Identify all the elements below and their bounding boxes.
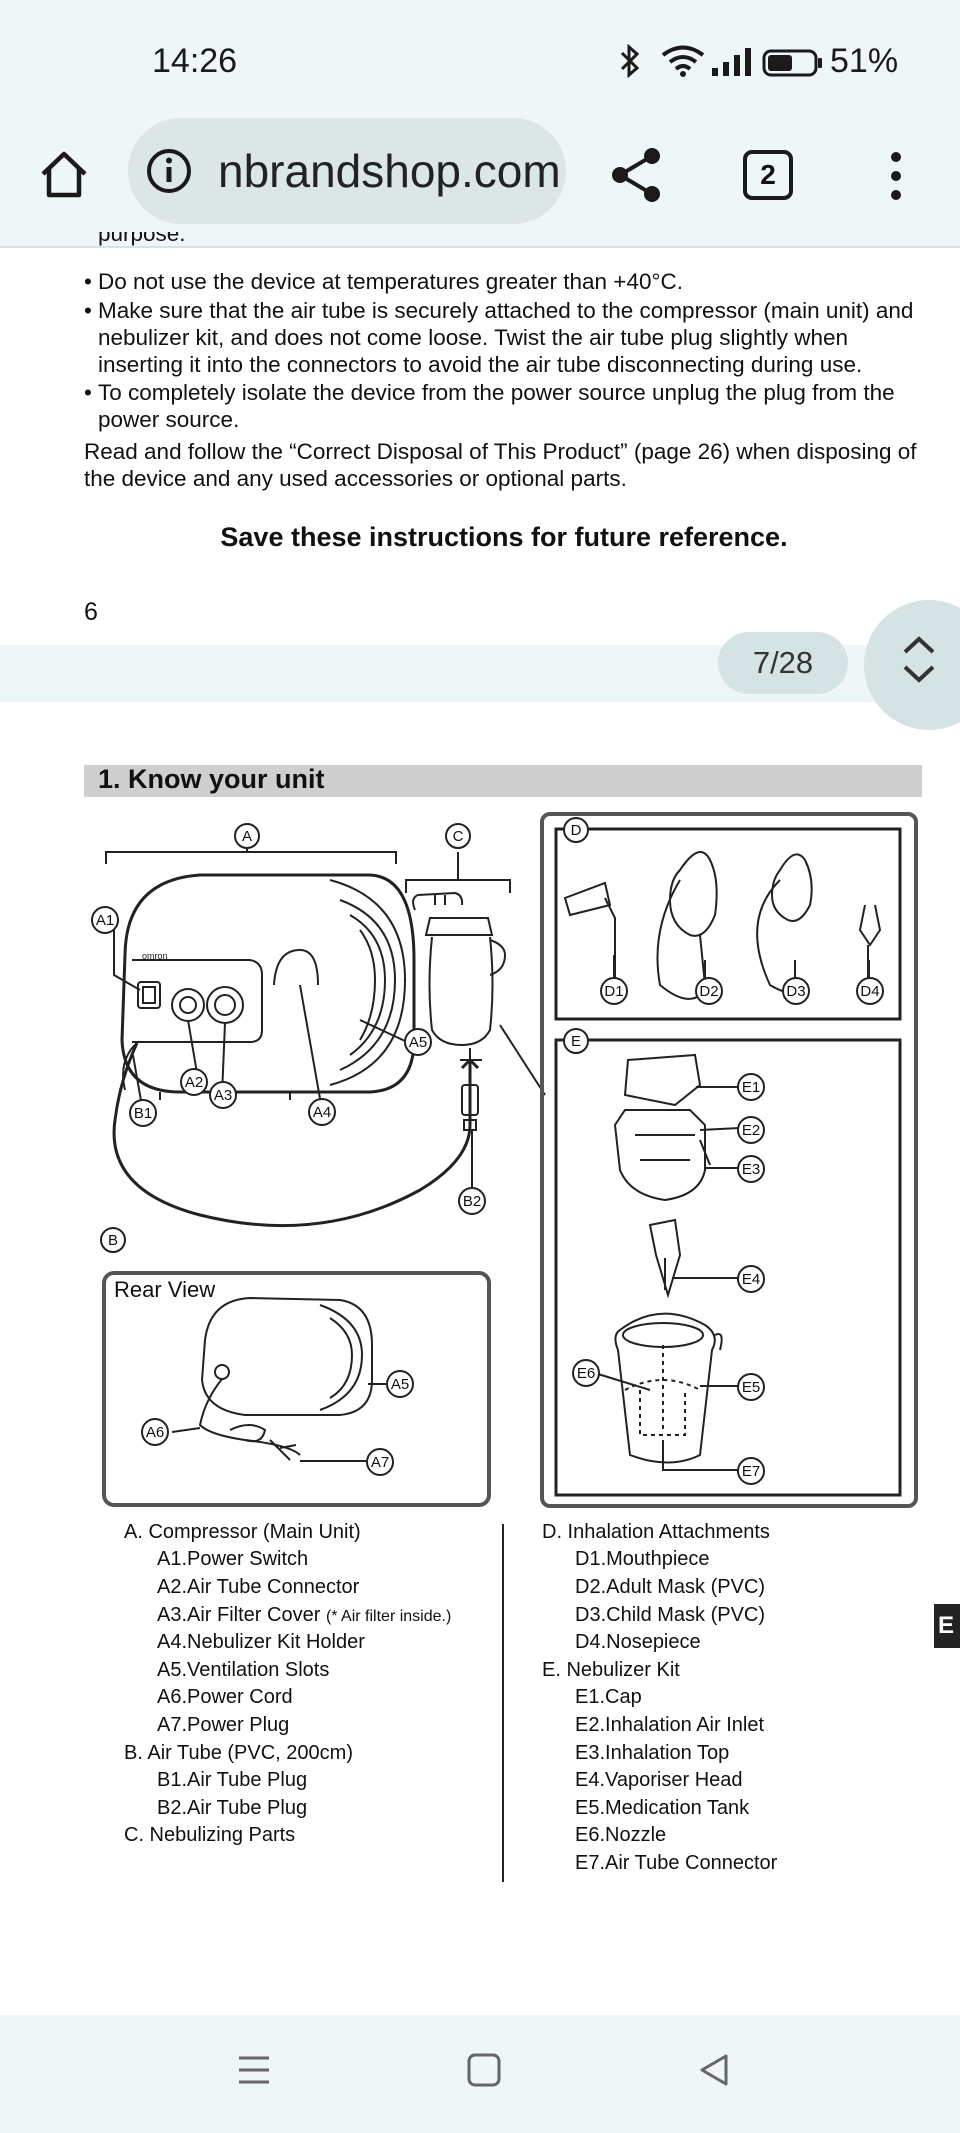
- svg-text:E4: E4: [742, 1271, 760, 1288]
- svg-text:A6: A6: [146, 1424, 164, 1441]
- callout-A5-rear: A5: [386, 1370, 414, 1398]
- wifi-icon: [661, 45, 705, 77]
- svg-text:D1: D1: [604, 983, 623, 1000]
- svg-text:E3: E3: [742, 1161, 760, 1178]
- callout-E1: E1: [737, 1073, 765, 1101]
- scroll-up-icon[interactable]: [902, 635, 936, 655]
- svg-text:B: B: [108, 1232, 118, 1249]
- svg-text:D: D: [571, 822, 582, 839]
- svg-text:B2: B2: [463, 1193, 481, 1210]
- callout-E6: E6: [572, 1359, 600, 1387]
- callout-A1: A1: [91, 906, 119, 934]
- browser-toolbar: nbrandshop.com 2: [0, 110, 960, 248]
- callout-D4: D4: [856, 977, 884, 1005]
- callout-A6: A6: [141, 1418, 169, 1446]
- share-icon[interactable]: [608, 146, 664, 204]
- callout-A5: A5: [404, 1028, 432, 1056]
- callout-D3: D3: [782, 977, 810, 1005]
- address-bar[interactable]: nbrandshop.com: [128, 118, 566, 224]
- callout-B: B: [100, 1227, 126, 1253]
- save-instructions-note: Save these instructions for future refer…: [220, 522, 788, 552]
- signal-icon: [712, 48, 751, 76]
- callout-D2: D2: [695, 977, 723, 1005]
- svg-text:E5: E5: [742, 1379, 760, 1396]
- status-bar: 14:26 51%: [0, 0, 960, 110]
- svg-text:A5: A5: [391, 1376, 409, 1393]
- nav-recents-icon[interactable]: [236, 2052, 272, 2088]
- page-scroll-control[interactable]: [864, 600, 960, 730]
- svg-text:E7: E7: [742, 1463, 760, 1480]
- callout-E: E: [563, 1028, 589, 1054]
- info-icon[interactable]: [146, 148, 192, 194]
- cut-off-text: purpose.: [98, 232, 186, 246]
- nav-back-icon[interactable]: [696, 2052, 732, 2088]
- menu-icon[interactable]: [884, 150, 908, 202]
- svg-text:A2: A2: [185, 1074, 203, 1091]
- page-indicator: 7/28: [718, 632, 848, 694]
- callout-A4: A4: [308, 1098, 336, 1126]
- svg-text:E1: E1: [742, 1079, 760, 1096]
- battery-percent: 51%: [830, 42, 899, 80]
- section-title: 1. Know your unit: [98, 764, 325, 794]
- nav-home-icon[interactable]: [466, 2052, 502, 2088]
- bullet-item: •Do not use the device at temperatures g…: [84, 269, 683, 294]
- callout-E3: E3: [737, 1155, 765, 1183]
- svg-text:D3: D3: [786, 983, 805, 1000]
- language-side-tab: E: [934, 1604, 960, 1648]
- callout-A: A: [234, 823, 260, 849]
- tabs-icon[interactable]: 2: [743, 150, 793, 200]
- page-number: 6: [84, 598, 98, 626]
- callout-D: D: [563, 817, 589, 843]
- svg-text:A3: A3: [214, 1087, 232, 1104]
- svg-text:A4: A4: [313, 1104, 331, 1121]
- svg-text:E: E: [571, 1033, 581, 1050]
- callout-B1: B1: [129, 1099, 157, 1127]
- status-time: 14:26: [152, 42, 238, 80]
- callout-A3: A3: [209, 1081, 237, 1109]
- svg-text:A7: A7: [371, 1454, 389, 1471]
- svg-text:E2: E2: [742, 1122, 760, 1139]
- svg-text:C: C: [453, 828, 464, 845]
- svg-text:E6: E6: [577, 1365, 595, 1382]
- svg-text:A1: A1: [96, 912, 114, 929]
- callout-A7: A7: [366, 1448, 394, 1476]
- disposal-note: Read and follow the “Correct Disposal of…: [84, 439, 917, 491]
- callout-E4: E4: [737, 1265, 765, 1293]
- home-icon[interactable]: [38, 148, 90, 200]
- callout-E7: E7: [737, 1457, 765, 1485]
- callout-B2: B2: [458, 1187, 486, 1215]
- brand-text: omron: [142, 951, 168, 961]
- scroll-down-icon[interactable]: [902, 664, 936, 684]
- section-header-band: [84, 765, 922, 797]
- callout-A2: A2: [180, 1068, 208, 1096]
- svg-text:D2: D2: [699, 983, 718, 1000]
- callout-C: C: [445, 823, 471, 849]
- svg-text:B1: B1: [134, 1105, 152, 1122]
- bullet-item: •Make sure that the air tube is securely…: [84, 298, 914, 377]
- svg-text:A5: A5: [409, 1034, 427, 1051]
- svg-text:D4: D4: [860, 983, 879, 1000]
- rear-view-label: Rear View: [114, 1277, 215, 1302]
- system-nav-bar: [0, 2015, 960, 2133]
- callout-E2: E2: [737, 1116, 765, 1144]
- svg-text:A: A: [242, 828, 252, 845]
- battery-icon: [762, 49, 822, 77]
- callout-E5: E5: [737, 1373, 765, 1401]
- bluetooth-icon: [620, 44, 640, 78]
- url-text[interactable]: nbrandshop.com: [218, 145, 561, 197]
- callout-D1: D1: [600, 977, 628, 1005]
- bullet-item: •To completely isolate the device from t…: [84, 380, 895, 432]
